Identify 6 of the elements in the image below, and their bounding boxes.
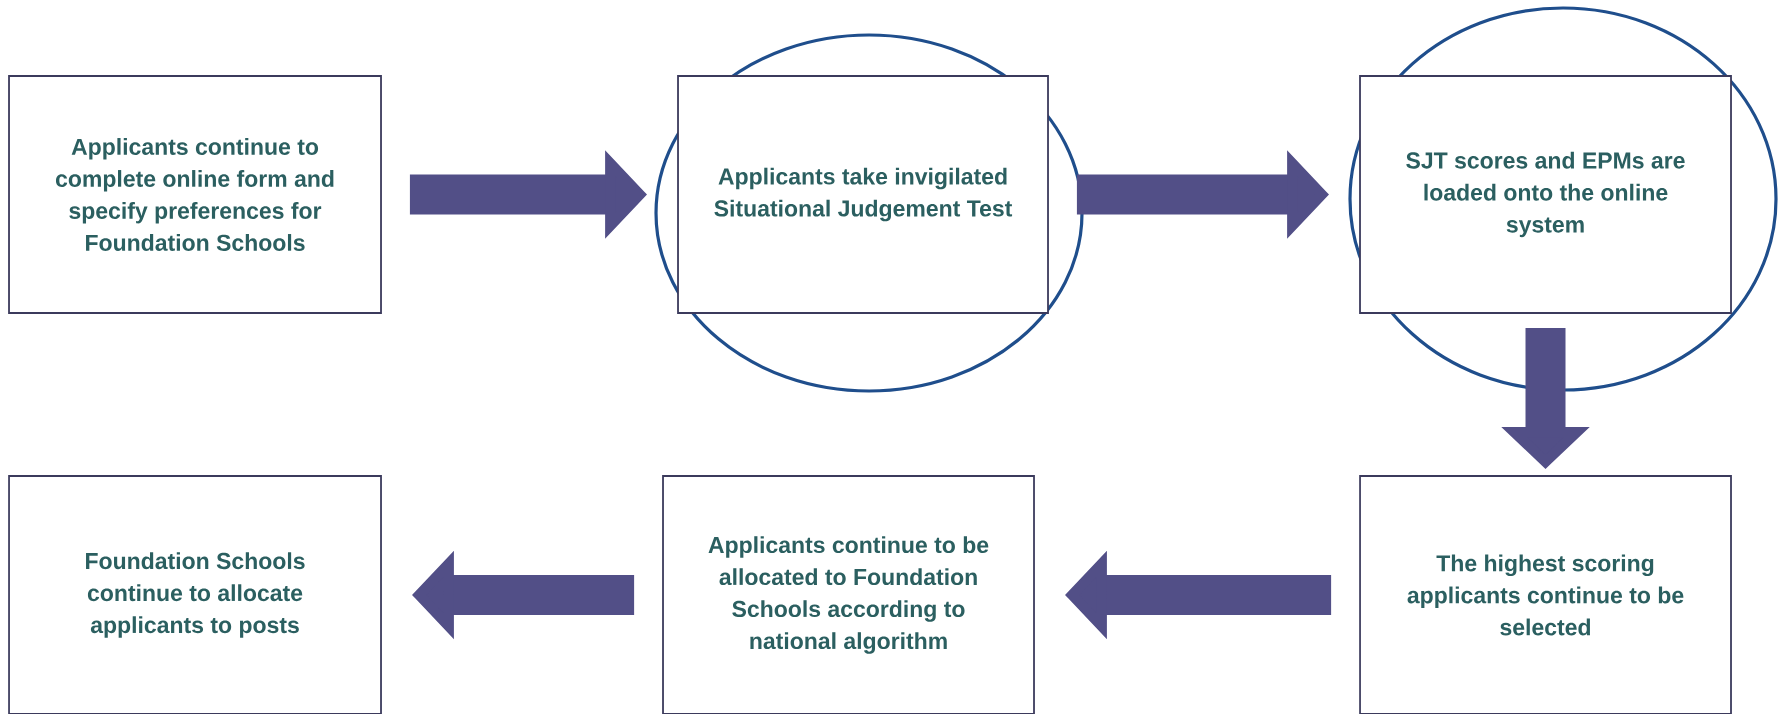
process-box: Applicants continue to complete online form and specify preferences for Foundation Schools <box>8 75 382 314</box>
process-box: SJT scores and EPMs are loaded onto the online system <box>1359 75 1732 314</box>
process-box: Applicants take invigilated Situational Judgement Test <box>677 75 1049 314</box>
process-box: Applicants continue to be allocated to Foundation Schools according to national algorithm <box>662 475 1035 714</box>
process-box: The highest scoring applicants continue to be selected <box>1359 475 1732 714</box>
process-box: Foundation Schools continue to allocate applicants to posts <box>8 475 382 714</box>
